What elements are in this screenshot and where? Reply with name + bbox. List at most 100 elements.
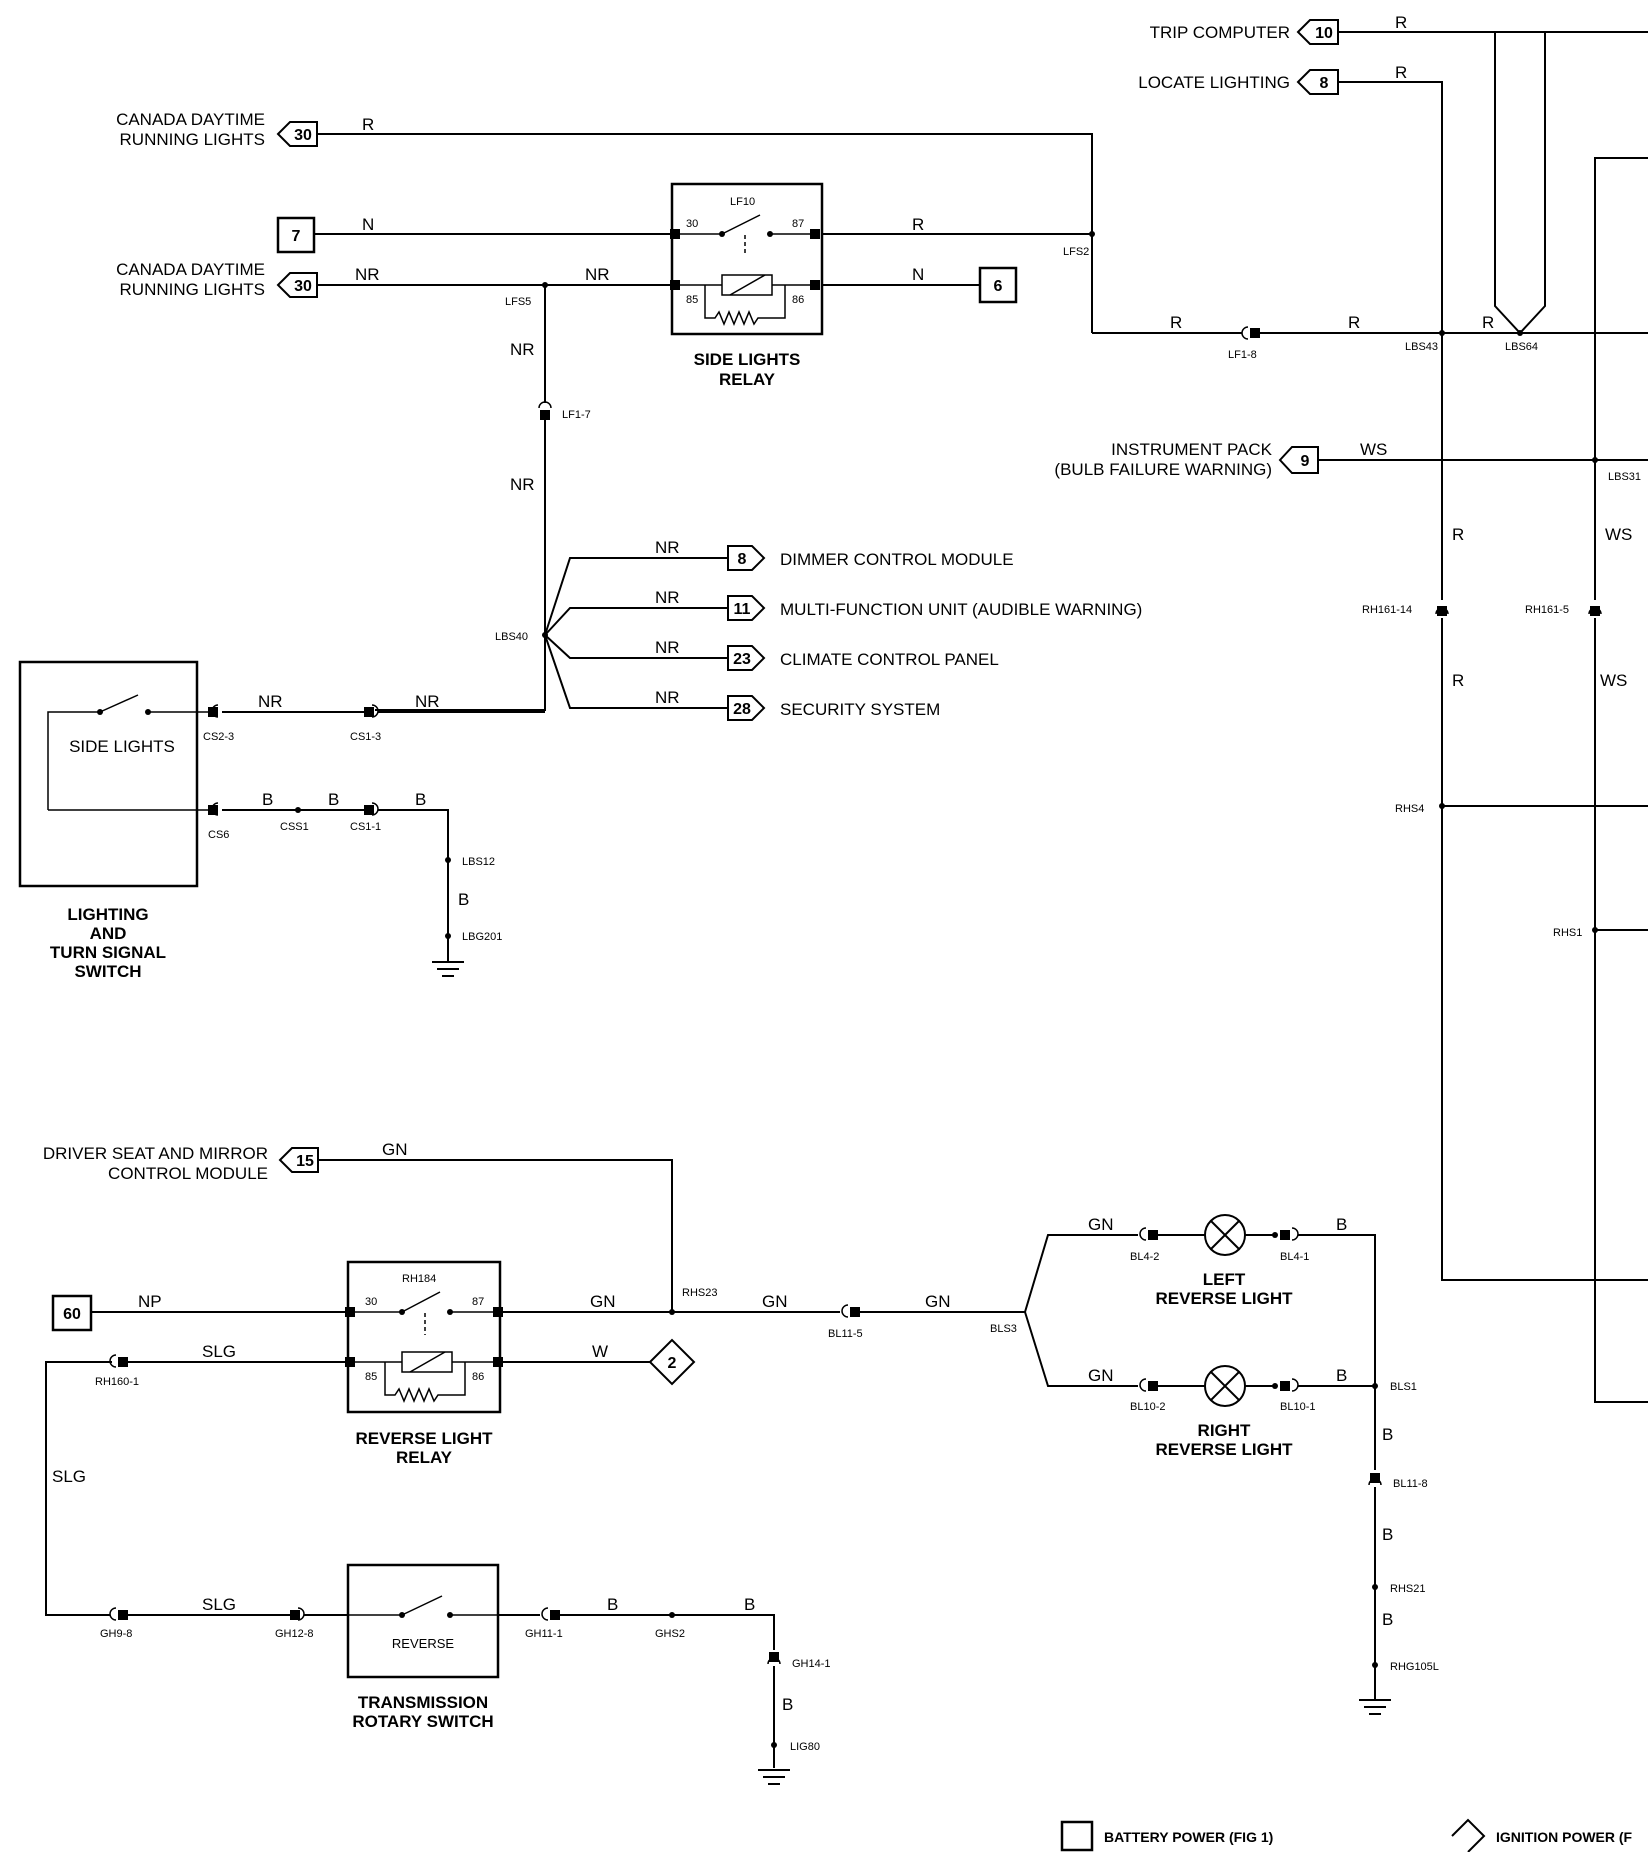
svg-text:REVERSE: REVERSE xyxy=(392,1636,454,1651)
svg-text:R: R xyxy=(1395,63,1407,82)
svg-text:9: 9 xyxy=(1301,453,1310,470)
svg-text:GN: GN xyxy=(1088,1366,1114,1385)
svg-text:DRIVER SEAT AND MIRROR: DRIVER SEAT AND MIRROR xyxy=(43,1144,268,1163)
svg-text:B: B xyxy=(1336,1366,1347,1385)
svg-text:LF1-8: LF1-8 xyxy=(1228,349,1257,361)
svg-text:NR: NR xyxy=(655,638,680,657)
svg-text:GH11-1: GH11-1 xyxy=(525,1628,563,1640)
reverse-light-relay: RH184 30 87 85 86 xyxy=(345,1260,503,1414)
svg-text:LBS40: LBS40 xyxy=(495,631,528,643)
svg-text:MULTI-FUNCTION UNIT (AUDIBLE W: MULTI-FUNCTION UNIT (AUDIBLE WARNING) xyxy=(780,600,1142,619)
svg-text:15: 15 xyxy=(296,1153,314,1170)
middle-destinations: NR 8 DIMMER CONTROL MODULE NR 11 MULTI-F… xyxy=(655,538,1142,721)
svg-text:RUNNING LIGHTS: RUNNING LIGHTS xyxy=(120,280,265,299)
svg-text:GH14-1: GH14-1 xyxy=(792,1658,831,1670)
svg-text:IGNITION POWER (F: IGNITION POWER (F xyxy=(1496,1829,1633,1845)
svg-text:R: R xyxy=(1452,525,1464,544)
svg-text:CLIMATE CONTROL PANEL: CLIMATE CONTROL PANEL xyxy=(780,650,999,669)
svg-text:NR: NR xyxy=(655,588,680,607)
svg-text:RH184: RH184 xyxy=(402,1273,436,1285)
svg-text:LBS31: LBS31 xyxy=(1608,471,1641,483)
svg-text:85: 85 xyxy=(365,1371,377,1383)
svg-text:LOCATE LIGHTING: LOCATE LIGHTING xyxy=(1138,73,1290,92)
svg-text:RUNNING LIGHTS: RUNNING LIGHTS xyxy=(120,130,265,149)
svg-text:SECURITY SYSTEM: SECURITY SYSTEM xyxy=(780,700,940,719)
right-reverse-light xyxy=(1139,1365,1375,1407)
svg-text:GHS2: GHS2 xyxy=(655,1628,685,1640)
driver-seat-destination: DRIVER SEAT AND MIRROR CONTROL MODULE 15 xyxy=(43,1144,319,1183)
svg-text:RELAY: RELAY xyxy=(719,370,776,389)
ground-icon xyxy=(758,1769,790,1785)
battery-power-icon xyxy=(1060,1820,1094,1852)
off-page-arrow-icon xyxy=(727,695,766,721)
svg-text:ROTARY SWITCH: ROTARY SWITCH xyxy=(352,1712,493,1731)
svg-text:28: 28 xyxy=(733,701,751,718)
svg-text:2: 2 xyxy=(668,1355,677,1372)
svg-text:86: 86 xyxy=(792,294,804,306)
svg-text:BL4-2: BL4-2 xyxy=(1130,1251,1159,1263)
battery-power-60: 60 xyxy=(51,1294,93,1332)
svg-text:NR: NR xyxy=(258,692,283,711)
ignition-power-icon xyxy=(1451,1818,1486,1852)
svg-text:NR: NR xyxy=(655,538,680,557)
destination-climate: NR 23 CLIMATE CONTROL PANEL xyxy=(655,638,999,671)
svg-text:BL4-1: BL4-1 xyxy=(1280,1251,1309,1263)
destination-security: NR 28 SECURITY SYSTEM xyxy=(655,688,940,721)
svg-text:60: 60 xyxy=(63,1306,81,1323)
instrument-pack-destination: INSTRUMENT PACK (BULB FAILURE WARNING) 9 xyxy=(1054,440,1319,479)
svg-text:7: 7 xyxy=(292,228,301,245)
canada-drl-destination-2: CANADA DAYTIME RUNNING LIGHTS 30 xyxy=(116,260,318,299)
svg-text:SLG: SLG xyxy=(52,1467,86,1486)
svg-text:8: 8 xyxy=(738,551,747,568)
svg-text:CS2-3: CS2-3 xyxy=(203,731,234,743)
svg-text:10: 10 xyxy=(1315,25,1333,42)
svg-text:GN: GN xyxy=(590,1292,616,1311)
svg-text:B: B xyxy=(458,890,469,909)
svg-text:RELAY: RELAY xyxy=(396,1448,453,1467)
ground-icon xyxy=(432,961,464,977)
svg-text:LBG201: LBG201 xyxy=(462,931,502,943)
svg-text:NR: NR xyxy=(510,340,535,359)
svg-text:BATTERY POWER (FIG 1): BATTERY POWER (FIG 1) xyxy=(1104,1829,1273,1845)
svg-text:RH160-1: RH160-1 xyxy=(95,1376,139,1388)
svg-text:CS6: CS6 xyxy=(208,829,229,841)
svg-text:RHS23: RHS23 xyxy=(682,1287,717,1299)
svg-text:WS: WS xyxy=(1360,440,1387,459)
svg-text:N: N xyxy=(912,265,924,284)
svg-text:GN: GN xyxy=(382,1140,408,1159)
svg-text:REVERSE LIGHT: REVERSE LIGHT xyxy=(1156,1440,1294,1459)
svg-text:B: B xyxy=(328,790,339,809)
svg-text:GH12-8: GH12-8 xyxy=(275,1628,314,1640)
svg-text:BL11-8: BL11-8 xyxy=(1393,1478,1428,1490)
svg-text:B: B xyxy=(1382,1610,1393,1629)
side-lights-relay: LF10 30 87 85 86 xyxy=(670,182,824,336)
svg-text:INSTRUMENT PACK: INSTRUMENT PACK xyxy=(1111,440,1273,459)
canada-drl-destination-1: CANADA DAYTIME RUNNING LIGHTS 30 xyxy=(116,110,318,149)
svg-text:REVERSE LIGHT: REVERSE LIGHT xyxy=(356,1429,494,1448)
svg-text:SLG: SLG xyxy=(202,1595,236,1614)
svg-text:RH161-5: RH161-5 xyxy=(1525,604,1569,616)
svg-text:WS: WS xyxy=(1605,525,1632,544)
svg-text:BL11-5: BL11-5 xyxy=(828,1328,863,1340)
svg-text:R: R xyxy=(1348,313,1360,332)
svg-text:RH161-14: RH161-14 xyxy=(1362,604,1412,616)
svg-text:87: 87 xyxy=(792,218,804,230)
svg-text:GN: GN xyxy=(925,1292,951,1311)
svg-text:B: B xyxy=(415,790,426,809)
svg-text:BLS1: BLS1 xyxy=(1390,1381,1417,1393)
destination-multifunction: NR 11 MULTI-FUNCTION UNIT (AUDIBLE WARNI… xyxy=(655,588,1142,621)
destination-dimmer: NR 8 DIMMER CONTROL MODULE xyxy=(655,538,1014,571)
svg-text:NR: NR xyxy=(415,692,440,711)
svg-text:CSS1: CSS1 xyxy=(280,821,309,833)
svg-text:NP: NP xyxy=(138,1292,162,1311)
svg-text:B: B xyxy=(1382,1425,1393,1444)
svg-text:30: 30 xyxy=(294,278,312,295)
off-page-arrow-icon xyxy=(727,545,766,571)
svg-text:TRANSMISSION: TRANSMISSION xyxy=(358,1693,488,1712)
svg-text:CONTROL MODULE: CONTROL MODULE xyxy=(108,1164,268,1183)
svg-text:B: B xyxy=(1336,1215,1347,1234)
battery-power-6: 6 xyxy=(978,266,1018,304)
svg-text:R: R xyxy=(1482,313,1494,332)
svg-text:23: 23 xyxy=(733,651,751,668)
